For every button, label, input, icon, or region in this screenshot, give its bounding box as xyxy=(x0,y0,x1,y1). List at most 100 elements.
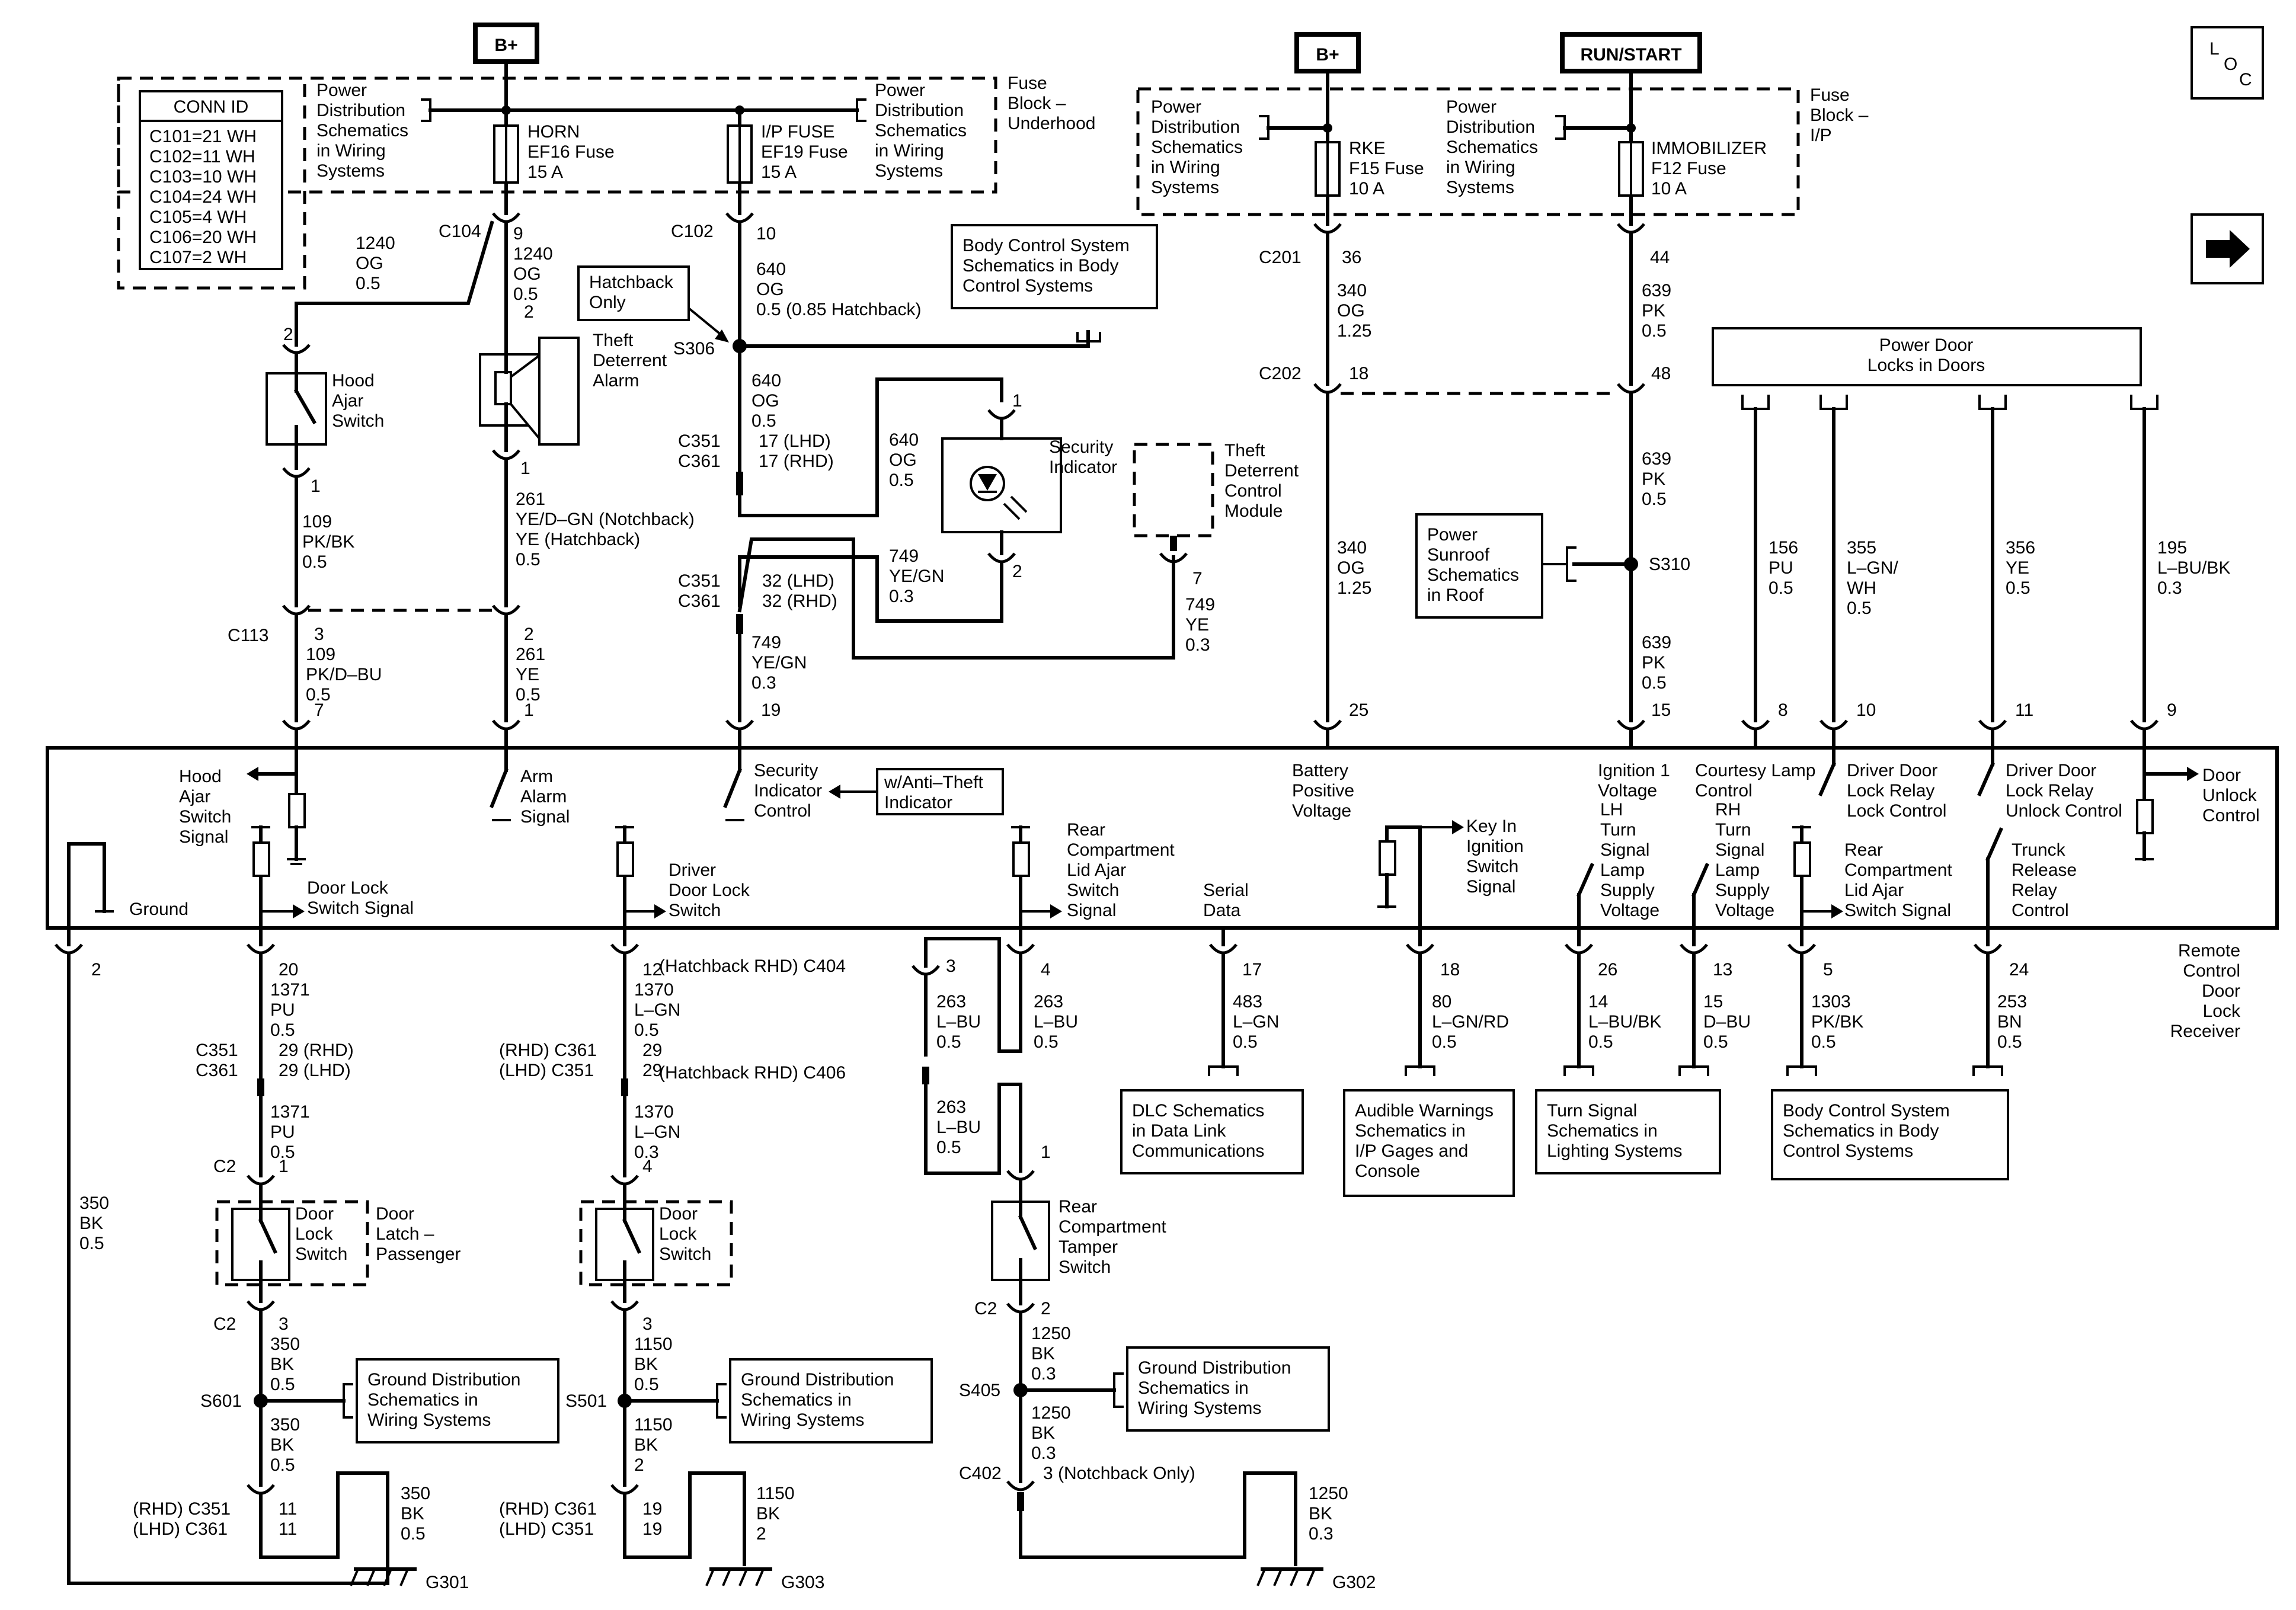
svg-text:Body Control System: Body Control System xyxy=(1783,1101,1950,1121)
svg-text:Power: Power xyxy=(316,81,367,100)
svg-text:BK: BK xyxy=(1309,1504,1332,1523)
wire-350-long: 350 BK 0.5 xyxy=(79,1193,109,1253)
svg-text:Door: Door xyxy=(2202,766,2241,785)
g301-label: G301 xyxy=(426,1573,469,1592)
svg-text:3: 3 xyxy=(946,956,956,976)
svg-text:Distribution: Distribution xyxy=(316,101,405,120)
pin-driver-door-lock-switch: Driver Door Lock Switch xyxy=(669,860,750,920)
body-control-ref-bottom xyxy=(1771,1089,2009,1180)
svg-text:Ground Distribution: Ground Distribution xyxy=(1138,1358,1291,1378)
svg-text:5: 5 xyxy=(1823,960,1833,980)
svg-text:340: 340 xyxy=(1337,538,1367,558)
wire-1240-9: 9 1240 OG 0.5 2 xyxy=(513,224,553,322)
svg-text:3: 3 xyxy=(642,1314,653,1334)
module-name: Remote Control Door Lock Receiver xyxy=(2170,941,2241,1041)
wire-15: 15 D–BU 0.5 xyxy=(1703,992,1751,1052)
fuse-block-ip-outline xyxy=(1136,87,1800,216)
rke-fuse-label: RKE F15 Fuse 10 A xyxy=(1349,139,1424,199)
c351-32: 32 (LHD) xyxy=(762,571,834,591)
svg-text:Ground Distribution: Ground Distribution xyxy=(367,1370,520,1390)
svg-text:C351: C351 xyxy=(196,1041,238,1060)
svg-text:C101=21 WH: C101=21 WH xyxy=(149,127,257,146)
svg-text:in Wiring: in Wiring xyxy=(316,141,386,161)
svg-text:0.5: 0.5 xyxy=(1642,321,1667,341)
svg-text:109: 109 xyxy=(302,512,332,532)
svg-text:1371: 1371 xyxy=(270,1102,310,1122)
svg-text:Unlock: Unlock xyxy=(2202,786,2257,805)
alarm-horn-body xyxy=(538,337,580,446)
svg-text:YE: YE xyxy=(516,665,539,684)
svg-text:Door: Door xyxy=(659,1204,698,1224)
svg-text:LH: LH xyxy=(1600,800,1623,820)
loc-box xyxy=(2191,26,2264,100)
svg-text:29: 29 xyxy=(642,1041,662,1060)
driver-door-lock-outline xyxy=(579,1200,733,1286)
conn-id-rows: C101=21 WH C102=11 WH C103=10 WH C104=24… xyxy=(149,127,257,267)
svg-text:Signal: Signal xyxy=(1067,901,1116,920)
turn-signal-ref xyxy=(1535,1089,1721,1174)
pin-rh-turn: RH Turn Signal Lamp Supply Voltage xyxy=(1715,800,1774,920)
svg-text:PU: PU xyxy=(1769,558,1793,578)
svg-text:20: 20 xyxy=(279,960,298,980)
wire-1250-c: 1250 BK 0.3 xyxy=(1309,1484,1348,1544)
svg-text:(Hatchback RHD) C404: (Hatchback RHD) C404 xyxy=(659,956,846,976)
svg-text:483: 483 xyxy=(1233,992,1262,1012)
svg-text:29: 29 xyxy=(642,1061,662,1080)
svg-text:(LHD) C361: (LHD) C361 xyxy=(133,1519,228,1539)
svg-text:(RHD) C361: (RHD) C361 xyxy=(499,1499,597,1519)
svg-text:Signal: Signal xyxy=(179,827,228,847)
svg-text:Remote: Remote xyxy=(2178,941,2240,961)
svg-text:RKE: RKE xyxy=(1349,139,1386,158)
wire-261-alarm: 261 YE/D–GN (Notchback) YE (Hatchback) 0… xyxy=(516,489,695,569)
svg-text:Body Control System: Body Control System xyxy=(962,236,1130,255)
wire-639-s310: 639 PK 0.5 xyxy=(1642,633,1671,693)
svg-text:640: 640 xyxy=(756,260,786,279)
svg-text:640: 640 xyxy=(752,371,781,391)
svg-text:Driver: Driver xyxy=(669,860,716,880)
svg-text:2: 2 xyxy=(634,1455,644,1475)
svg-text:in Data Link: in Data Link xyxy=(1132,1121,1226,1141)
svg-text:C202: C202 xyxy=(1259,364,1302,383)
pds-ref-underhood-left: Power Distribution Schematics in Wiring … xyxy=(316,81,408,181)
ground-dist-ref-1 xyxy=(356,1358,559,1443)
svg-text:1: 1 xyxy=(524,700,534,720)
svg-text:OG: OG xyxy=(513,264,541,284)
svg-text:340: 340 xyxy=(1337,281,1367,300)
svg-text:4: 4 xyxy=(642,1157,653,1176)
svg-text:Switch: Switch xyxy=(332,411,384,431)
svg-text:0.3: 0.3 xyxy=(752,673,776,693)
svg-text:19: 19 xyxy=(642,1519,662,1539)
pin-ignition-voltage: Ignition 1 Voltage xyxy=(1598,761,1670,801)
svg-text:Ignition 1: Ignition 1 xyxy=(1598,761,1670,780)
wire-109-pkbk: 109 PK/BK 0.5 xyxy=(302,512,354,572)
svg-text:0.5: 0.5 xyxy=(513,284,538,304)
hood-pin-1: 1 xyxy=(311,476,321,496)
svg-text:Power: Power xyxy=(1151,97,1201,117)
svg-text:7: 7 xyxy=(314,700,324,720)
svg-text:Switch Signal: Switch Signal xyxy=(307,898,414,918)
svg-text:749: 749 xyxy=(752,633,781,652)
svg-text:C361: C361 xyxy=(678,452,721,471)
svg-text:8: 8 xyxy=(1778,700,1788,720)
svg-text:Positive: Positive xyxy=(1292,781,1354,801)
wire-749-sec: 749 YE/GN 0.3 xyxy=(889,546,944,606)
svg-text:15: 15 xyxy=(1703,992,1723,1012)
svg-text:in Wiring: in Wiring xyxy=(1151,158,1220,177)
pin-hood-ajar-signal: Hood Ajar Switch Signal xyxy=(179,767,231,847)
pin-rear-compartment-lid: Rear Compartment Lid Ajar Switch Signal xyxy=(1067,820,1175,920)
svg-text:Switch: Switch xyxy=(179,807,231,827)
wire-1370-a: 12 1370 L–GN 0.5 xyxy=(634,960,680,1040)
svg-text:Voltage: Voltage xyxy=(1292,801,1351,821)
svg-text:Signal: Signal xyxy=(1600,840,1649,860)
ground-dist-ref-3 xyxy=(1126,1346,1330,1432)
svg-text:Lock Relay: Lock Relay xyxy=(1847,781,1934,801)
svg-text:749: 749 xyxy=(889,546,919,566)
svg-text:Fuse: Fuse xyxy=(1008,73,1047,93)
svg-text:Control: Control xyxy=(2012,901,2069,920)
wire-350-b: 350 BK 0.5 xyxy=(270,1415,300,1475)
arrow-right-icon[interactable] xyxy=(2206,230,2250,268)
svg-text:C361: C361 xyxy=(678,591,721,611)
svg-text:L–GN: L–GN xyxy=(634,1122,680,1142)
svg-text:0.3: 0.3 xyxy=(2157,578,2182,598)
svg-text:Schematics in Body: Schematics in Body xyxy=(1783,1121,1939,1141)
